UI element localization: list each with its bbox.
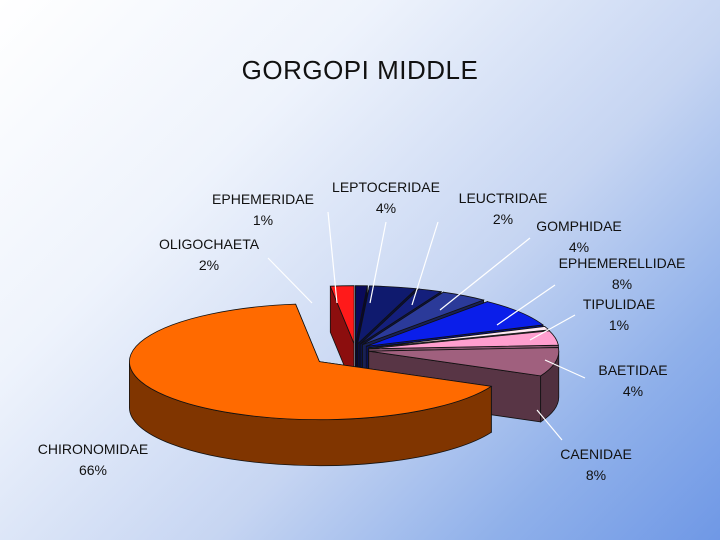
slice-value-label: 8%: [612, 276, 632, 292]
slice-label: CAENIDAE: [560, 446, 632, 462]
pie-slice: [129, 303, 493, 467]
leader-line: [536, 409, 563, 441]
slice-label: EPHEMERIDAE: [212, 191, 314, 207]
leader-line: [544, 359, 586, 379]
slice-label: OLIGOCHAETA: [159, 236, 260, 252]
slice-label: LEUCTRIDAE: [459, 190, 548, 206]
leader-line: [529, 314, 576, 341]
slice-value-label: 4%: [569, 239, 589, 255]
slice-label: CHIRONOMIDAE: [38, 441, 148, 457]
slice-value-label: 1%: [609, 317, 629, 333]
label-layer: EPHEMERIDAE 1% LEPTOCERIDAE 4% LEUCTRIDAE 2% G…: [38, 179, 686, 483]
leader-line: [439, 237, 531, 311]
slice-value-label: 4%: [376, 200, 396, 216]
leader-line: [496, 284, 556, 326]
slice-value-label: 1%: [253, 212, 273, 228]
slice-label: LEPTOCERIDAE: [332, 179, 440, 195]
slice-value-label: 2%: [493, 211, 513, 227]
slice-label: TIPULIDAE: [583, 296, 655, 312]
slice-value-label: 4%: [623, 383, 643, 399]
slice-label: BAETIDAE: [598, 362, 667, 378]
slice-layer: [129, 285, 560, 467]
slice-value-label: 66%: [79, 462, 107, 478]
leader-line: [267, 257, 313, 304]
slice-label: GOMPHIDAE: [536, 218, 622, 234]
leader-line: [411, 221, 439, 306]
leader-line: [369, 221, 387, 304]
chart-title: GORGOPI MIDDLE: [241, 55, 479, 85]
slice-value-label: 8%: [586, 467, 606, 483]
slice-value-label: 2%: [199, 257, 219, 273]
slice-label: EPHEMERELLIDAE: [559, 255, 686, 271]
leader-line: [327, 211, 338, 304]
leader-lines: [267, 211, 586, 441]
